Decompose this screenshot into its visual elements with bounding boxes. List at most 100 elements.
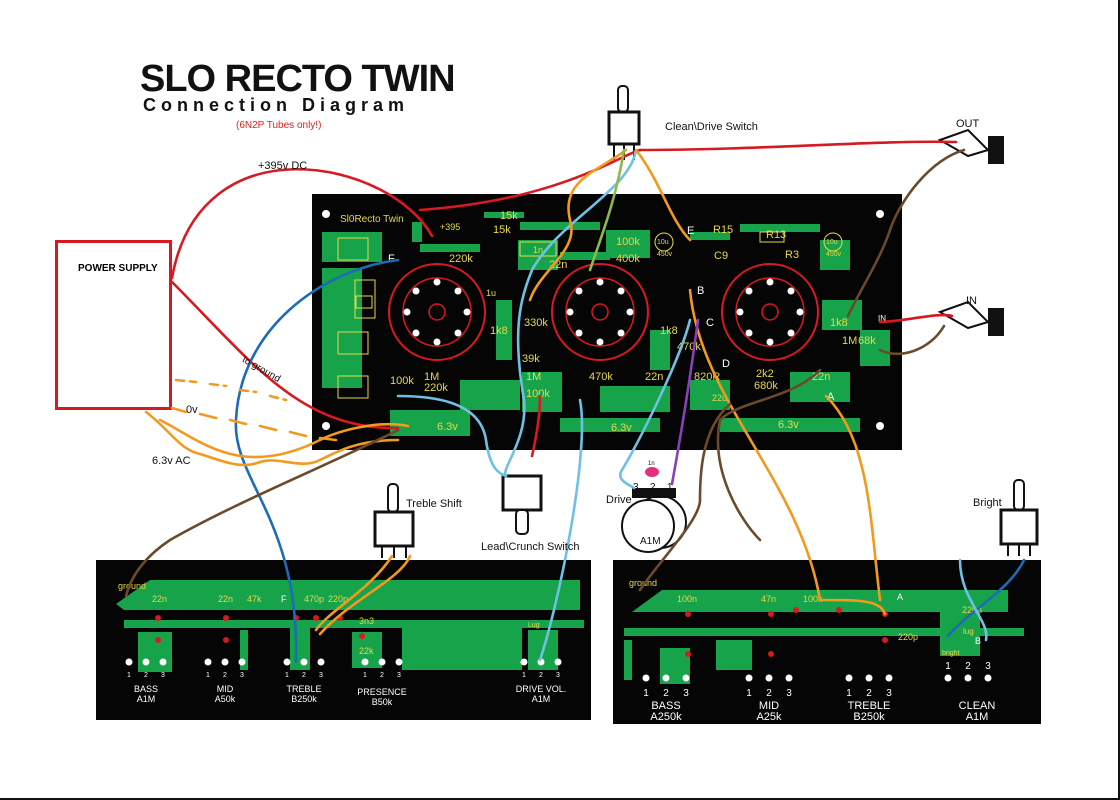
wire-in-ground [878, 324, 946, 356]
wire-ground [170, 280, 400, 430]
drive-pin-3: 3 [633, 482, 639, 493]
wire-clean-orange [688, 288, 887, 616]
comp-1m-b: 1M [842, 335, 857, 347]
left-comp-22n-a: 22n [152, 594, 167, 604]
out-jack[interactable] [937, 128, 1004, 164]
heater-label-3: 6.3v [778, 419, 799, 431]
left-mid-pin-1: 1 [206, 672, 210, 679]
bright-switch[interactable] [999, 479, 1039, 556]
left-pot-drive-name: DRIVE VOL. [516, 684, 567, 694]
tube-socket-v2 [551, 263, 649, 361]
tube-pins [322, 210, 884, 430]
wire-heater-a [158, 418, 410, 459]
left-drive-pin-3: 3 [556, 672, 560, 679]
left-presence-pin-1: 1 [363, 672, 367, 679]
right-comp-100n: 100n [677, 594, 697, 604]
point-in: IN [878, 314, 886, 323]
comp-22n-b: 22n [645, 371, 663, 383]
wire-e-orange [634, 148, 692, 242]
wire-switch-green [588, 148, 626, 272]
right-pot-mid-value: A25k [756, 711, 782, 723]
comp-39k: 39k [522, 353, 540, 365]
point-c: C [706, 317, 714, 329]
wire-switch-orange [528, 148, 628, 302]
left-pot-treble-name: TREBLE [286, 684, 321, 694]
comp-2k2: 2k2 [756, 368, 774, 380]
in-jack[interactable] [937, 300, 1004, 336]
wire-drive-purple [670, 318, 700, 486]
left-pot-presence-name: PRESENCE [357, 687, 407, 697]
right-treble-pin-3: 3 [886, 688, 892, 699]
right-comp-220n: 220n [962, 605, 982, 615]
left-point-f: F [281, 594, 287, 604]
right-clean-pin-3: 3 [985, 661, 991, 672]
drive-pot[interactable] [621, 467, 687, 553]
left-bass-pin-1: 1 [127, 672, 131, 679]
comp-c9: C9 [714, 250, 728, 262]
point-e: E [687, 225, 694, 237]
wire-right-ground [638, 402, 732, 592]
supply-label: +395 [440, 222, 460, 232]
wire-heater-b [144, 410, 400, 467]
left-drive-pin-2: 2 [539, 672, 543, 679]
right-pot-lugs [642, 674, 992, 682]
page-subtitle: Connection Diagram [143, 95, 410, 115]
wire-zero-dashed-2 [174, 378, 288, 402]
treble-shift-switch-label: Treble Shift [406, 498, 462, 510]
left-pot-presence-value: B50k [372, 697, 393, 707]
right-mid-pin-3: 3 [786, 688, 792, 699]
treble-shift-switch[interactable] [373, 483, 415, 558]
ac-voltage-label: 6.3v AC [152, 455, 191, 467]
left-pot-lugs [125, 658, 562, 666]
right-board-pads [685, 607, 888, 657]
power-supply-label: POWER SUPPLY [78, 263, 158, 274]
right-pot-clean-value: A1M [966, 711, 989, 723]
comp-1k8-a: 1k8 [490, 325, 508, 337]
wire-drive-3 [619, 318, 692, 490]
left-ground-label: ground [118, 581, 146, 591]
right-board: ground 100n 47n 100k A 220p 220n lug B b… [613, 560, 1041, 724]
comp-15k-b: 15k [493, 224, 511, 236]
left-bass-pin-2: 2 [144, 672, 148, 679]
clean-drive-switch-label: Clean\Drive Switch [665, 121, 758, 133]
point-d: D [722, 358, 730, 370]
wire-out-hot [638, 140, 958, 152]
point-a: A [827, 391, 835, 403]
comp-22u: 22u [712, 393, 727, 403]
wire-switch-red [418, 148, 642, 212]
lead-crunch-switch[interactable] [501, 474, 543, 535]
right-pot-bass-value: A250k [650, 711, 682, 723]
drive-cap-label: 1n [648, 461, 655, 467]
comp-1m-a: 1M [526, 371, 541, 383]
point-b: B [697, 285, 704, 297]
wire-drive-lightblue [503, 148, 638, 478]
tube-socket-v3 [721, 263, 819, 361]
right-pot-mid-name: MID [759, 700, 779, 712]
board-silk-title: Sl0Recto Twin [340, 214, 404, 225]
drive-pot-label: Drive [606, 494, 632, 506]
comp-1k8-c: 1k8 [830, 317, 848, 329]
left-mid-pin-2: 2 [223, 672, 227, 679]
comp-450v-2: 450v [826, 251, 842, 258]
left-presence-pin-2: 2 [380, 672, 384, 679]
comp-1n: 1n [533, 245, 543, 255]
left-bass-pin-3: 3 [161, 672, 165, 679]
comp-330k: 330k [524, 317, 548, 329]
left-pot-drive-value: A1M [532, 694, 551, 704]
right-bass-pin-3: 3 [683, 688, 689, 699]
comp-15k-a: 15k [500, 210, 518, 222]
wire-treble-orange-2 [318, 554, 412, 636]
capacitor-10u-1 [654, 232, 674, 252]
dc-voltage-label: +395v DC [258, 160, 308, 172]
comp-22n-c: 22n [812, 371, 830, 383]
right-pot-bass-name: BASS [651, 700, 680, 712]
comp-680k: 680k [754, 380, 778, 392]
wire-brown-mid [716, 368, 822, 542]
main-board: Sl0Recto Twin +395 220k 15k 15k 1n 100k … [312, 194, 902, 450]
comp-100k-c: 100k [390, 375, 414, 387]
right-clean-pin-1: 1 [945, 661, 951, 672]
drive-pin-2: 2 [650, 482, 656, 493]
right-mid-pin-2: 2 [766, 688, 772, 699]
right-lug: lug [963, 627, 974, 636]
